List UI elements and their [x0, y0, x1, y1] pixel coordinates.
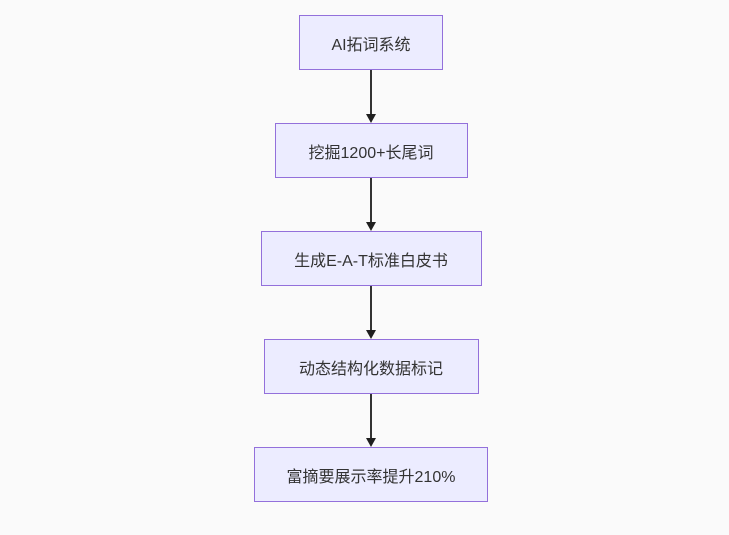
arrow-down-icon [366, 70, 376, 123]
flow-node-eat-whitepaper: 生成E-A-T标准白皮书 [260, 231, 482, 286]
flowchart: AI拓词系统 挖掘1200+长尾词 生成E-A-T标准白皮书 动态结构化数据标记 [254, 15, 488, 502]
arrow-down-icon [366, 286, 376, 339]
flow-node-label: 动态结构化数据标记 [298, 360, 443, 378]
flow-node-label: 生成E-A-T标准白皮书 [294, 252, 448, 270]
arrow-down-icon [366, 178, 376, 231]
flow-node-ai-word-system: AI拓词系统 [299, 15, 443, 70]
flow-node-label: AI拓词系统 [331, 36, 411, 54]
flow-node-structured-data-markup: 动态结构化数据标记 [263, 339, 479, 394]
flow-node-longtail-keywords: 挖掘1200+长尾词 [274, 123, 468, 178]
arrow-down-icon [366, 394, 376, 447]
flow-node-rich-snippet-rate: 富摘要展示率提升210% [254, 447, 488, 502]
flow-node-label: 挖掘1200+长尾词 [308, 144, 434, 162]
flow-node-label: 富摘要展示率提升210% [286, 468, 456, 486]
